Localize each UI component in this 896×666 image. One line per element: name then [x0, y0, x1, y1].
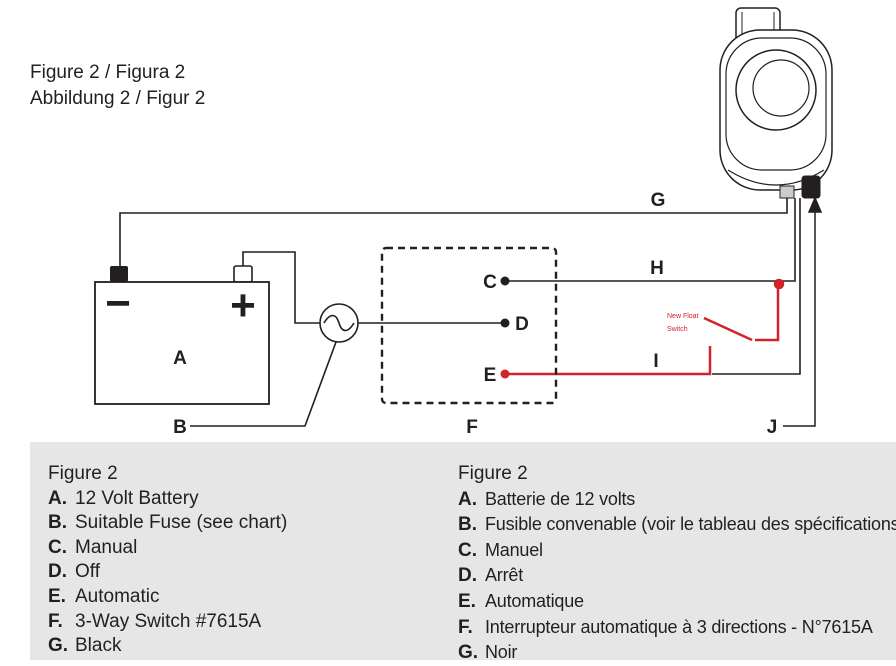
legend-key: E. [458, 590, 476, 612]
legend-key: G. [458, 642, 479, 664]
legend-text: Suitable Fuse (see chart) [75, 512, 288, 534]
label-c: C [483, 272, 497, 293]
label-d: D [515, 314, 529, 335]
bilge-pump [719, 7, 833, 199]
new-float-switch-label-2: Switch [667, 326, 688, 333]
legend-panel: Figure 2 A. 12 Volt Battery B. Suitable Fu… [30, 442, 896, 663]
legend-item: F. Interrupteur automatique à 3 direction… [458, 615, 896, 641]
three-way-switch: C D E [380, 246, 558, 405]
legend-key: A. [48, 487, 67, 509]
legend-key: F. [48, 610, 63, 632]
legend-key: D. [48, 561, 67, 583]
legend-item: F. 3-Way Switch #7615A [48, 610, 287, 635]
legend-key: F. [458, 616, 473, 638]
wires [119, 198, 801, 427]
legend-english: Figure 2 A. 12 Volt Battery B. Suitable Fu… [48, 462, 287, 659]
legend-item: G. Black [48, 634, 287, 659]
legend-item: B. Fusible convenable (voir le tableau de… [458, 512, 896, 538]
legend-item: A. Batterie de 12 volts [458, 487, 896, 513]
legend-text: Manuel [485, 539, 543, 560]
wire-labels: G H I B F J [173, 190, 777, 438]
legend-text: Manual [75, 536, 138, 558]
figure-title: Figure 2 / Figura 2 Abbildung 2 / Figur … [30, 60, 205, 112]
battery-plus-symbol: + [230, 281, 256, 330]
j-arrow-head [807, 196, 823, 213]
label-a: A [173, 348, 187, 369]
legend-key: A. [458, 488, 477, 510]
pump-wire-connector [801, 175, 821, 199]
legend-key: E. [48, 585, 66, 607]
battery-body [94, 281, 270, 405]
float-switch-wire-to-h [755, 286, 780, 342]
legend-item: A. 12 Volt Battery [48, 487, 287, 512]
label-b: B [173, 417, 187, 438]
legend-key: B. [458, 514, 477, 536]
legend-heading-english: Figure 2 [48, 463, 118, 484]
legend-item: C. Manual [48, 536, 287, 561]
legend-french: Figure 2 A. Batterie de 12 volts B. Fusibl… [458, 462, 896, 666]
legend-text: Off [75, 561, 100, 583]
terminal-c [500, 276, 510, 286]
legend-item: E. Automatique [458, 589, 896, 615]
figure-title-line-2: Abbildung 2 / Figur 2 [30, 88, 206, 109]
label-g: G [651, 190, 666, 211]
terminal-e [500, 369, 510, 379]
figure-title-line-1: Figure 2 / Figura 2 [30, 62, 186, 83]
battery: − + A [94, 265, 270, 405]
legend-key: G. [48, 635, 69, 657]
wire-i-to-ground [712, 198, 801, 375]
legend-key: D. [458, 565, 477, 587]
battery-positive-terminal [233, 265, 253, 283]
legend-text: Automatic [75, 585, 160, 607]
legend-text: 3-Way Switch #7615A [75, 610, 262, 632]
legend-text: Interrupteur automatique à 3 directions … [485, 616, 873, 637]
legend-item: B. Suitable Fuse (see chart) [48, 511, 287, 536]
wire-battery-positive-to-fuse [242, 251, 320, 324]
legend-item: D. Off [48, 560, 287, 585]
legend-text: Noir [485, 642, 518, 663]
legend-item: D. Arrêt [458, 563, 896, 589]
label-h: H [650, 258, 664, 279]
label-j: J [767, 417, 778, 438]
j-leader-line [783, 208, 816, 427]
wire-g-black [119, 198, 788, 268]
legend-key: B. [48, 512, 67, 534]
legend-text: Batterie de 12 volts [485, 488, 636, 509]
legend-text: 12 Volt Battery [75, 487, 199, 509]
wire-h-to-pump [778, 198, 796, 282]
terminal-d [500, 318, 510, 328]
float-switch-wire-e [505, 346, 712, 376]
battery-minus-symbol: − [105, 279, 131, 328]
legend-item: G. Noir [458, 640, 896, 666]
battery-negative-terminal [110, 266, 128, 282]
label-i: I [653, 351, 658, 372]
red-wires [505, 278, 785, 376]
pump-cable-grommet [779, 185, 795, 199]
pump-inner-circle [752, 59, 810, 117]
wiring-diagram: New Float Switch − + A C D E G H I B F J [94, 7, 833, 438]
legend-text: Arrêt [485, 565, 524, 586]
legend-text: Automatique [485, 590, 584, 611]
legend-text: Fusible convenable (voir le tableau des … [485, 514, 896, 535]
legend-key: C. [48, 536, 67, 558]
label-f: F [466, 417, 478, 438]
legend-item: E. Automatic [48, 585, 287, 610]
float-switch-lever [703, 316, 753, 342]
legend-item: C. Manuel [458, 538, 896, 564]
j-pointer [783, 196, 823, 427]
new-float-switch-label-1: New Float [667, 313, 699, 320]
legend-heading-french: Figure 2 [458, 463, 528, 484]
legend-text: Black [75, 635, 122, 657]
legend-key: C. [458, 539, 477, 561]
wire-b-leader [190, 341, 337, 427]
fuse [319, 303, 359, 343]
label-e: E [484, 365, 497, 386]
float-switch-junction [773, 278, 785, 290]
switch-dashed-box [380, 246, 558, 405]
fuse-symbol [323, 314, 355, 332]
